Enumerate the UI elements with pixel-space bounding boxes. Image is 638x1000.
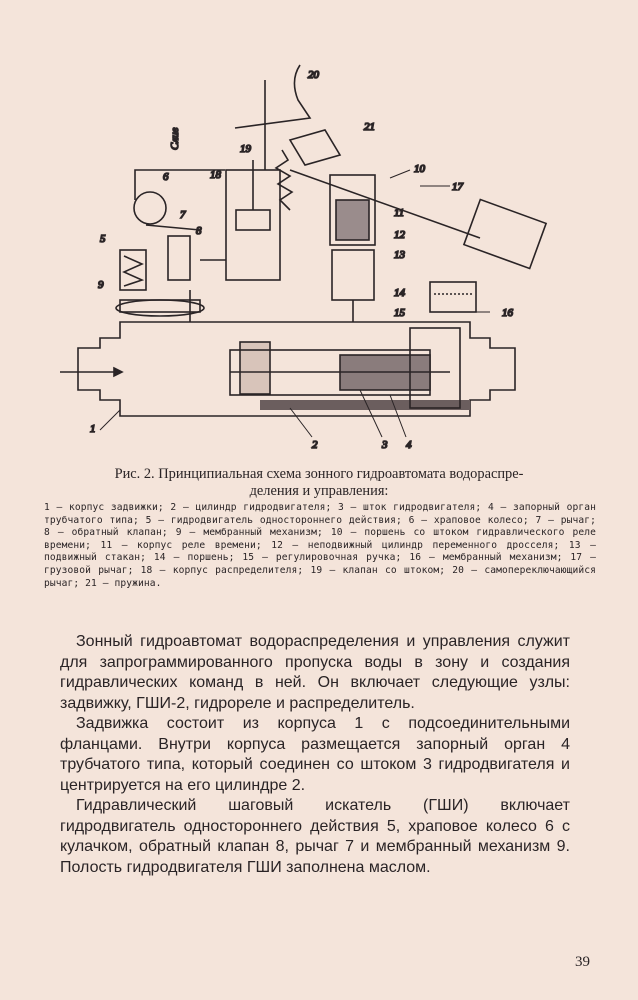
ratchet-wheel-6 bbox=[133, 191, 167, 225]
label-5: 5 bbox=[100, 233, 106, 245]
hydro-motor-5 bbox=[119, 249, 147, 291]
membrane-16 bbox=[429, 281, 477, 313]
schematic-figure: 1 2 3 4 5 6 7 8 9 10 11 12 13 14 15 16 1… bbox=[50, 60, 570, 460]
label-1: 1 bbox=[90, 423, 96, 435]
label-4: 4 bbox=[406, 439, 412, 451]
label-10: 10 bbox=[414, 163, 426, 175]
label-6: 6 bbox=[163, 171, 169, 183]
weight-lever-17 bbox=[289, 169, 481, 239]
label-16: 16 bbox=[502, 307, 514, 319]
self-switching-lever-20 bbox=[234, 64, 312, 129]
caption-line-2: деления и управления: bbox=[249, 483, 389, 499]
figure-caption: Рис. 2. Принципиальная схема зонного гид… bbox=[44, 466, 594, 500]
label-14: 14 bbox=[394, 287, 406, 299]
paragraph-3: Гидравлический шаговый искатель (ГШИ) вк… bbox=[60, 797, 570, 876]
label-18: 18 bbox=[210, 169, 222, 181]
label-11: 11 bbox=[394, 207, 404, 219]
body-text: Зонный гидроавтомат водораспределения и … bbox=[60, 632, 570, 878]
label-21: 21 bbox=[364, 121, 375, 133]
label-3: 3 bbox=[381, 439, 388, 451]
relay-housing-11 bbox=[329, 174, 376, 246]
label-2: 2 bbox=[312, 439, 318, 451]
label-8: 8 bbox=[196, 225, 202, 237]
spring-21 bbox=[274, 149, 294, 211]
label-9: 9 bbox=[98, 279, 104, 291]
label-12: 12 bbox=[394, 229, 406, 241]
schematic-diagram: 1 2 3 4 5 6 7 8 9 10 11 12 13 14 15 16 1… bbox=[60, 64, 548, 452]
label-7: 7 bbox=[180, 209, 186, 221]
figure-legend: 1 — корпус задвижки; 2 — цилиндр гидродв… bbox=[44, 502, 596, 589]
valve-body-outline bbox=[77, 321, 516, 417]
weight-block bbox=[462, 198, 548, 270]
label-17: 17 bbox=[452, 181, 464, 193]
label-20: 20 bbox=[308, 69, 320, 81]
paragraph-1: Зонный гидроавтомат водораспределения и … bbox=[60, 633, 570, 712]
paragraph-2: Задвижка состоит из корпуса 1 с подсоеди… bbox=[60, 715, 570, 794]
caption-line-1: Рис. 2. Принципиальная схема зонного гид… bbox=[114, 466, 524, 482]
drain-label: Слив bbox=[169, 127, 181, 150]
label-19: 19 bbox=[240, 143, 252, 155]
page-number: 39 bbox=[575, 954, 590, 970]
check-valve-8 bbox=[167, 235, 191, 281]
label-15: 15 bbox=[394, 307, 406, 319]
label-13: 13 bbox=[394, 249, 406, 261]
